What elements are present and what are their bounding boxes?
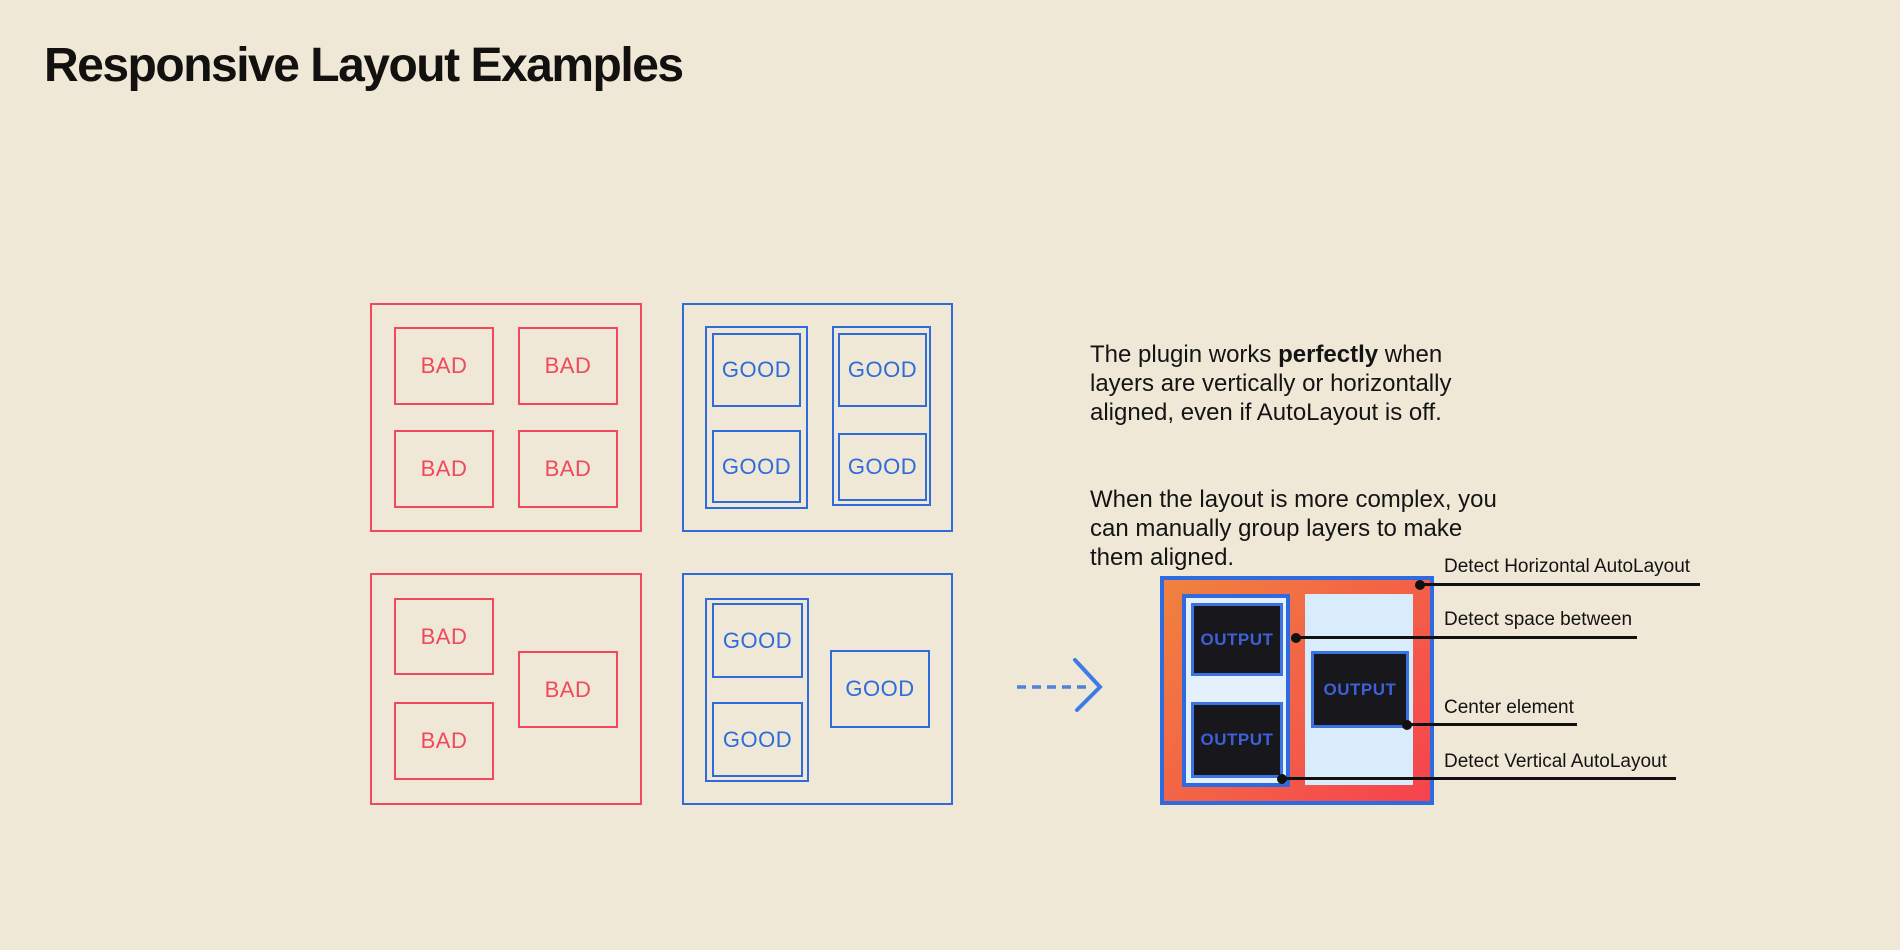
good-box: GOOD [712, 603, 803, 678]
good-box: GOOD [838, 333, 927, 407]
callout-label-detect-space-between: Detect space between [1444, 609, 1633, 630]
output-pale-panel: OUTPUT [1305, 594, 1413, 785]
bad-group-bottom: BAD BAD BAD [370, 573, 642, 805]
bad-box: BAD [394, 702, 494, 780]
good-label: GOOD [847, 454, 918, 479]
good-label: GOOD [845, 676, 915, 701]
good-label: GOOD [722, 726, 793, 752]
good-label: GOOD [721, 357, 792, 382]
good-box: GOOD [712, 333, 801, 407]
good-group-top: GOOD GOOD GOOD GOOD [682, 303, 953, 532]
callout-dot [1277, 774, 1287, 784]
output-label: OUTPUT [1200, 629, 1274, 649]
good-wrapper-right: GOOD GOOD [832, 326, 931, 506]
paragraph-2: When the layout is more complex, you can… [1090, 486, 1497, 571]
output-wrapper-left: OUTPUT OUTPUT [1182, 594, 1290, 787]
good-box: GOOD [712, 430, 801, 503]
bad-box: BAD [394, 430, 494, 508]
good-box: GOOD [712, 702, 803, 777]
good-wrapper-left: GOOD GOOD [705, 326, 808, 509]
good-label: GOOD [721, 453, 792, 479]
good-label: GOOD [722, 627, 793, 653]
callout-dot [1402, 720, 1412, 730]
bad-label: BAD [544, 676, 592, 702]
bad-label: BAD [420, 353, 468, 378]
paragraph-1-bold: perfectly [1278, 341, 1379, 368]
good-box: GOOD [830, 650, 930, 728]
good-box: GOOD [838, 433, 927, 501]
callout-dot [1415, 580, 1425, 590]
page-title: Responsive Layout Examples [44, 39, 684, 92]
output-label: OUTPUT [1323, 679, 1397, 699]
callout-line [1407, 723, 1577, 726]
good-label: GOOD [847, 357, 918, 382]
bad-label: BAD [544, 353, 592, 378]
callout-label-center-element: Center element [1444, 697, 1574, 718]
output-label: OUTPUT [1200, 730, 1274, 749]
callout-line [1296, 636, 1637, 639]
bad-label: BAD [420, 456, 468, 481]
description-text: The plugin works perfectly when layers a… [1090, 311, 1560, 601]
transform-arrow-icon [1017, 658, 1103, 712]
callout-label-detect-horizontal-autolayout: Detect Horizontal AutoLayout [1444, 556, 1691, 577]
paragraph-1-start: The plugin works [1090, 341, 1279, 368]
bad-box: BAD [518, 430, 618, 508]
good-wrapper-left: GOOD GOOD [705, 598, 809, 782]
bad-group-top: BAD BAD BAD BAD [370, 303, 642, 532]
output-frame: OUTPUT OUTPUT OUTPUT [1160, 576, 1434, 805]
bad-box: BAD [518, 651, 618, 728]
callout-dot [1291, 633, 1301, 643]
good-group-bottom: GOOD GOOD GOOD [682, 573, 953, 805]
output-box: OUTPUT [1191, 702, 1283, 778]
callout-line [1420, 583, 1700, 586]
bad-label: BAD [420, 728, 468, 753]
paragraph-1: The plugin works perfectly when layers a… [1090, 340, 1560, 427]
bad-label: BAD [420, 623, 468, 649]
paragraph-1-rest: when layers are vertically or horizontal… [1090, 341, 1452, 426]
callout-line [1282, 777, 1676, 780]
bad-box: BAD [394, 598, 494, 675]
output-box: OUTPUT [1311, 651, 1409, 728]
callout-label-detect-vertical-autolayout: Detect Vertical AutoLayout [1444, 751, 1667, 772]
bad-box: BAD [394, 327, 494, 405]
bad-label: BAD [544, 456, 592, 481]
bad-box: BAD [518, 327, 618, 405]
output-box: OUTPUT [1191, 603, 1283, 676]
